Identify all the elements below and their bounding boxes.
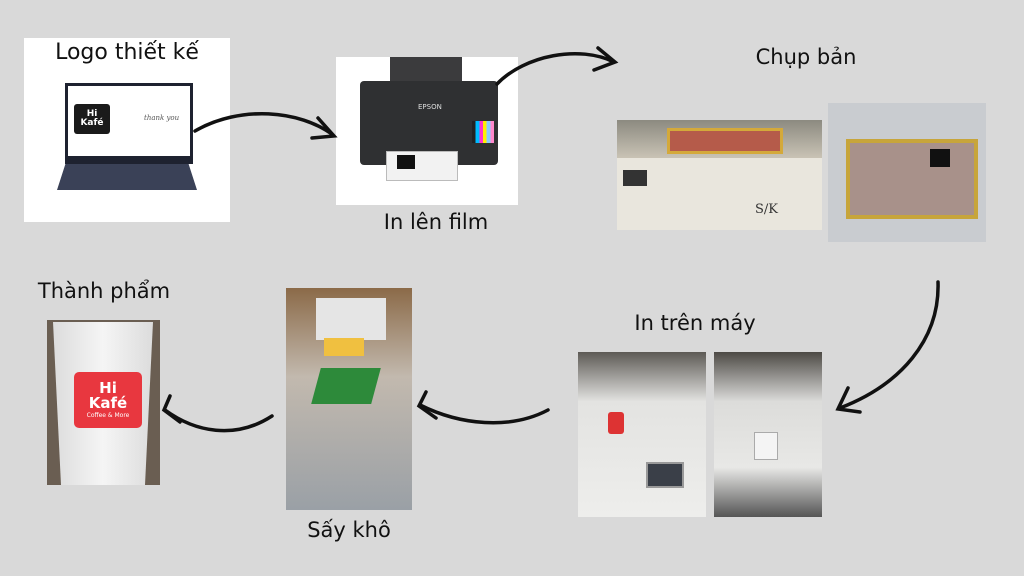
machine-brand: S/K: [755, 202, 778, 217]
screen-mesh: [846, 139, 978, 219]
design-label: Logo thiết kế: [55, 40, 199, 65]
cup-label: Hi Kafé Coffee & More: [74, 372, 142, 428]
printer-card: EPSON: [336, 57, 518, 205]
arrowhead-5: [161, 394, 182, 424]
dryer-lamp: [324, 338, 364, 356]
arrowhead-3: [835, 386, 862, 414]
dry-label: Sấy khô: [307, 518, 391, 542]
cup-on-machine: [754, 432, 778, 460]
laptop-image: Hi Kafé thank you: [57, 83, 197, 190]
cup-logo-line2: Kafé: [88, 394, 128, 412]
laptop-keyboard: [57, 164, 197, 190]
printer-brand: EPSON: [418, 103, 442, 111]
dryer-photo: [286, 288, 412, 510]
arrow-expose-to-print: [838, 280, 940, 410]
print-machine-photo-2: [714, 352, 822, 517]
finished-label: Thành phẩm: [37, 279, 171, 303]
mesh-logo: [930, 149, 950, 167]
arrow-design-to-film: [193, 111, 335, 137]
arrow-print-to-dry: [418, 403, 550, 425]
control-panel: [646, 462, 684, 488]
ink-tanks: [472, 121, 494, 143]
cup-holder: [608, 412, 624, 434]
finished-cup-photo: Hi Kafé Coffee & More: [47, 320, 160, 485]
cup-tagline: Coffee & More: [86, 412, 130, 419]
arrow-film-to-expose: [495, 51, 616, 86]
print-label: In trên máy: [634, 311, 756, 335]
arrow-dry-to-finished: [163, 408, 274, 433]
expose-label: Chụp bản: [755, 45, 857, 69]
screen-frame: [667, 128, 783, 154]
printer-paper-tray: [390, 57, 462, 85]
film-logo: [397, 155, 415, 169]
timer-panel: [623, 170, 647, 186]
screen-logo: Hi Kafé: [74, 104, 110, 134]
laptop-screen: Hi Kafé thank you: [65, 83, 193, 164]
screen-note: thank you: [144, 114, 180, 122]
film-label: In lên film: [383, 210, 489, 234]
cup-logo-line1: Hi: [99, 379, 117, 397]
exposed-screen-photo: [828, 103, 986, 242]
arrowhead-4: [416, 390, 438, 420]
arrowhead-2: [592, 46, 619, 72]
logo-line1: Hi: [86, 109, 98, 119]
arrowhead-1: [310, 116, 338, 140]
logo-line2: Kafé: [80, 118, 104, 128]
printed-film: [386, 151, 458, 181]
exposure-machine-photo: S/K: [617, 120, 822, 230]
print-machine-photo-1: [578, 352, 706, 517]
dryer-hood: [316, 298, 386, 340]
